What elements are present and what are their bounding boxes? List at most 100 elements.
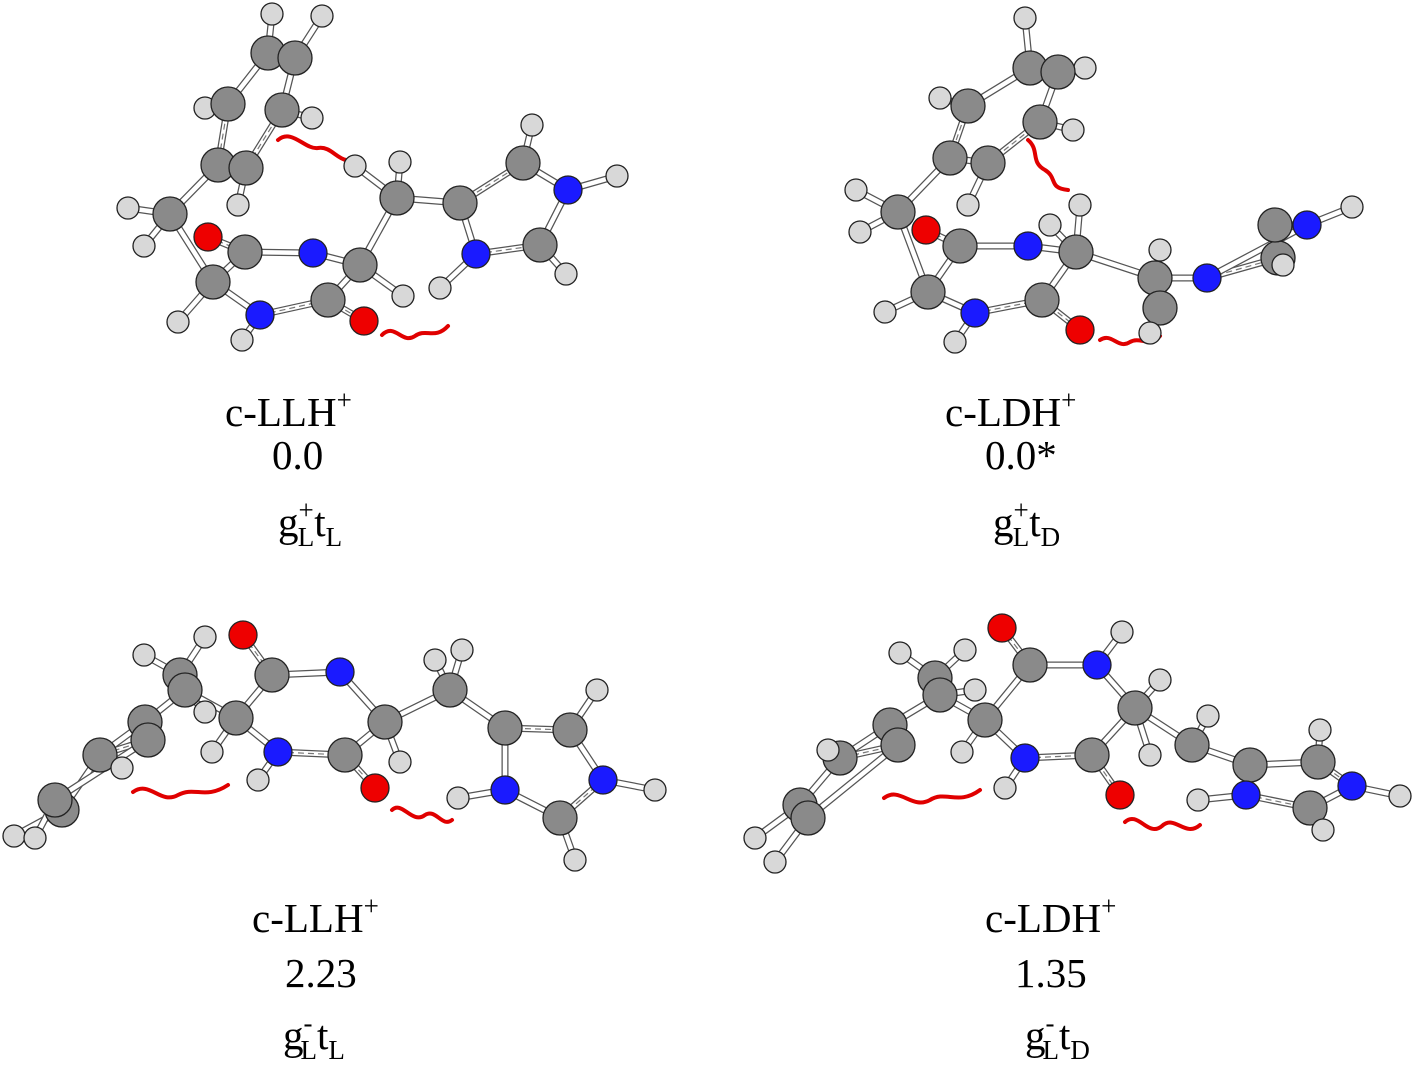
oxygen-atom [1065,315,1095,345]
carbon-atom [442,185,478,221]
carbon-atom [487,710,523,746]
hydrogen-atom [200,740,224,764]
hydrogen-atom [110,756,134,780]
hydrogen-atom [1388,784,1412,808]
carbon-atom [379,180,415,216]
carbon-atom [942,228,978,264]
carbon-atom [880,194,916,230]
interaction-layer [131,134,1202,831]
nitrogen-atom [298,238,328,268]
carbon-atom [1074,737,1110,773]
carbon-atom [1040,54,1076,90]
hydrogen-atom [132,234,156,258]
hydrogen-atom [1186,788,1210,812]
carbon-atom [790,800,826,836]
carbon-atom [195,264,231,300]
nitrogen-atom [325,657,355,687]
hydrogen-atom [1308,718,1332,742]
bond [1203,221,1311,282]
carbon-atom [505,145,541,181]
nitrogen-atom [461,239,491,269]
oxygen-atom [987,613,1017,643]
hydrogen-atom [388,150,412,174]
carbon-atom [1174,727,1210,763]
hydrogen-bond-squiggle [1123,817,1202,831]
oxygen-atom [228,620,258,650]
hydrogen-atom [953,638,977,662]
carbon-atom [1024,282,1060,318]
hydrogen-atom [1013,6,1037,30]
atom-layer [2,2,1412,874]
hydrogen-atom [1073,56,1097,80]
carbon-atom [932,140,968,176]
carbon-atom [922,677,958,713]
hydrogen-bond-squiggle [882,788,982,805]
molecule-name-label: c-LDH+ [985,891,1117,941]
conformer-label: g+LtD [993,495,1061,552]
carbon-atom [310,282,346,318]
hydrogen-atom [226,193,250,217]
hydrogen-atom [763,850,787,874]
energy-label: 2.23 [285,950,357,996]
carbon-atom [37,782,73,818]
hydrogen-atom [446,786,470,810]
hydrogen-atom [343,154,367,178]
hydrogen-bond-squiggle [131,783,230,800]
hydrogen-atom [1340,195,1364,219]
hydrogen-atom [1138,743,1162,767]
hydrogen-atom [1110,620,1134,644]
nitrogen-atom [263,737,293,767]
hydrogen-atom [743,826,767,850]
hydrogen-bond-squiggle [276,134,348,162]
conformer-label: g+LtL [278,495,343,552]
hydrogen-atom [1061,118,1085,142]
hydrogen-atom [1196,704,1220,728]
oxygen-atom [911,215,941,245]
hydrogen-atom [388,750,412,774]
carbon-atom [880,727,916,763]
hydrogen-atom [520,113,544,137]
hydrogen-atom [943,330,967,354]
hydrogen-atom [950,740,974,764]
hydrogen-atom [643,778,667,802]
hydrogen-atom [605,164,629,188]
nitrogen-atom [553,175,583,205]
nitrogen-atom [1292,210,1322,240]
hydrogen-atom [963,678,987,702]
hydrogen-atom [848,220,872,244]
carbon-atom [82,737,118,773]
carbon-atom [1058,234,1094,270]
nitrogen-atom [1192,263,1222,293]
carbon-atom [522,227,558,263]
hydrogen-atom [300,106,324,130]
hydrogen-atom [1068,193,1092,217]
nitrogen-atom [1337,771,1367,801]
hydrogen-bond-squiggle [380,324,450,341]
hydrogen-atom [1138,321,1162,345]
nitrogen-atom [245,300,275,330]
conformer-label: g-LtL [283,1008,345,1065]
nitrogen-atom [490,775,520,805]
carbon-atom [1012,647,1048,683]
hydrogen-atom [1148,668,1172,692]
carbon-atom [910,274,946,310]
hydrogen-atom [1038,213,1062,237]
energy-label: 1.35 [1015,950,1087,996]
carbon-atom [432,672,468,708]
hydrogen-atom [193,700,217,724]
carbon-atom [552,712,588,748]
hydrogen-atom [116,196,140,220]
hydrogen-atom [993,776,1017,800]
carbon-atom [967,702,1003,738]
hydrogen-atom [956,193,980,217]
nitrogen-atom [1231,780,1261,810]
carbon-atom [254,657,290,693]
hydrogen-atom [554,262,578,286]
hydrogen-atom [2,824,26,848]
hydrogen-atom [928,86,952,110]
hydrogen-atom [166,310,190,334]
carbon-atom [327,737,363,773]
carbon-atom [1117,690,1153,726]
oxygen-atom [193,222,223,252]
